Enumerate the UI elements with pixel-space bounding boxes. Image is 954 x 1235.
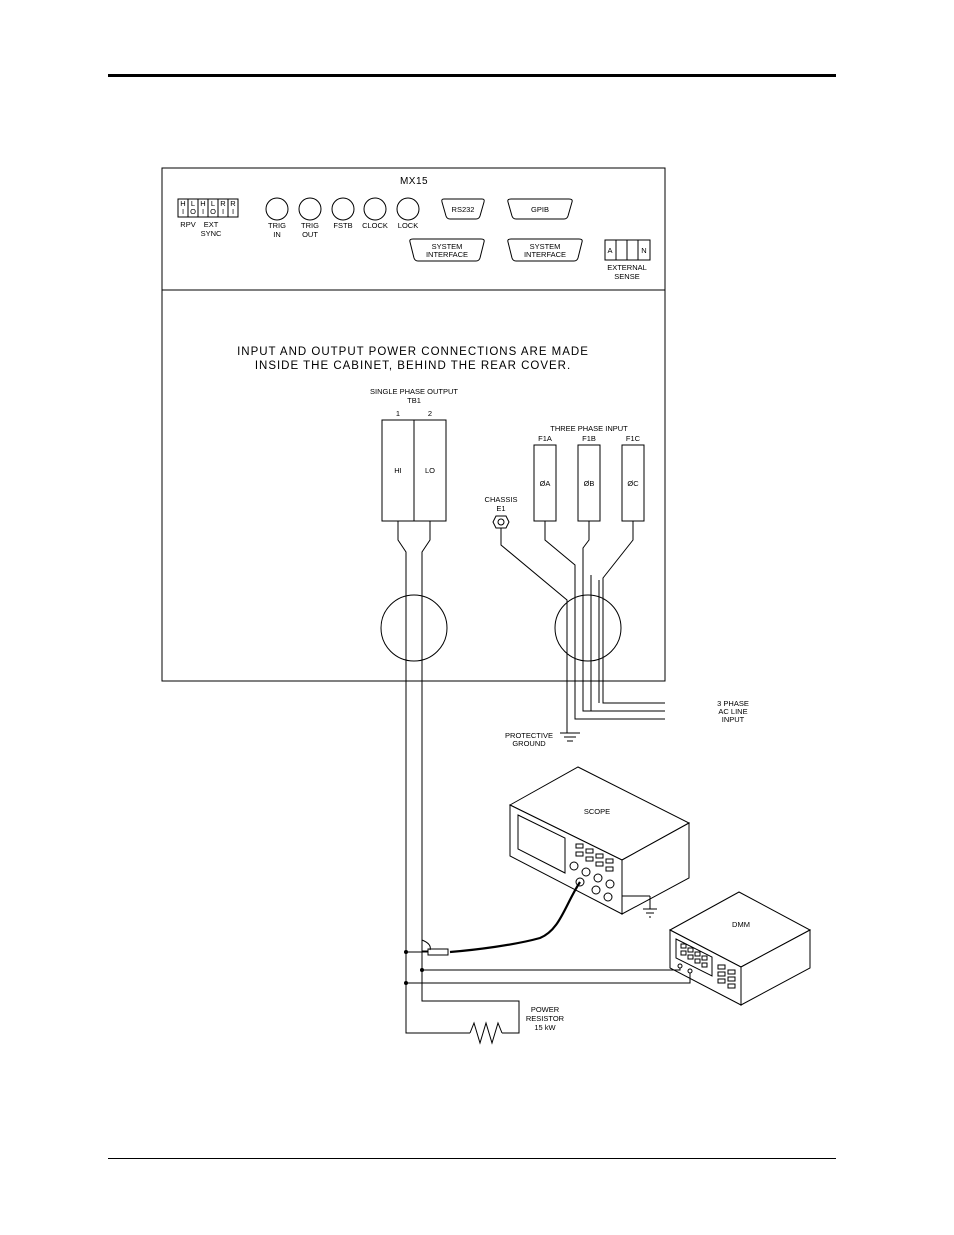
pin-label: O	[190, 207, 196, 216]
lo-terminal-label: LO	[425, 466, 435, 475]
rs232-connector: RS232	[441, 198, 485, 220]
pin-label: R	[230, 199, 236, 208]
external-sense-label: EXTERNAL	[607, 263, 647, 272]
trig-out-label: TRIG	[301, 221, 319, 230]
scope-buttons	[569, 843, 615, 902]
system-interface-label: SYSTEM	[432, 242, 463, 251]
ac-line-label: 3 PHASE	[717, 699, 749, 708]
pin-label: O	[210, 207, 216, 216]
bnc-connectors: TRIG IN TRIG OUT FSTB CLOCK LOCK	[265, 197, 420, 239]
resistor-label: POWER	[531, 1005, 560, 1014]
tb1-output-terminal: SINGLE PHASE OUTPUT TB1 1 2 HI LO	[370, 387, 458, 522]
scope-probe	[404, 881, 581, 956]
notice-line: INSIDE THE CABINET, BEHIND THE REAR COVE…	[255, 360, 571, 372]
pin-label: H	[200, 199, 205, 208]
sync-terminal-block: H L H L R R I O I O I I RPV EXT SYNC	[177, 198, 239, 238]
pin-label: I	[202, 207, 204, 216]
three-phase-title: THREE PHASE INPUT	[550, 424, 628, 433]
tb1-pin-label: 1	[396, 409, 400, 418]
clock-label: CLOCK	[362, 221, 388, 230]
lock-label: LOCK	[398, 221, 418, 230]
ext-label: EXT	[204, 220, 219, 229]
system-interface-connector-2: SYSTEM INTERFACE	[507, 238, 583, 262]
resistor-label: RESISTOR	[526, 1014, 565, 1023]
fuse-label: F1A	[538, 434, 552, 443]
model-label: MX15	[400, 176, 428, 187]
system-interface-label: INTERFACE	[426, 250, 468, 259]
fstb-label: FSTB	[333, 221, 352, 230]
pin-label: L	[191, 199, 195, 208]
protective-ground-label: GROUND	[512, 739, 546, 748]
system-interface-label: INTERFACE	[524, 250, 566, 259]
output-cable-clamp	[380, 594, 448, 662]
footer-rule	[108, 1158, 836, 1159]
sense-a-label: A	[607, 246, 612, 255]
chassis-label: CHASSIS	[485, 495, 518, 504]
external-sense-block: A N EXTERNAL SENSE	[604, 239, 651, 281]
clock-connector	[363, 197, 387, 221]
tb1-title: SINGLE PHASE OUTPUT	[370, 387, 458, 396]
input-cable-clamp	[554, 594, 622, 662]
trig-in-label: TRIG	[268, 221, 286, 230]
dmm-label: DMM	[732, 920, 750, 929]
power-resistor-label: POWER RESISTOR 15 kW	[526, 1005, 565, 1032]
hi-terminal-label: HI	[394, 466, 402, 475]
pin-label: R	[220, 199, 226, 208]
trig-out-label: OUT	[302, 230, 318, 239]
protective-ground-label: PROTECTIVE	[505, 731, 553, 740]
system-interface-label: SYSTEM	[530, 242, 561, 251]
scope-label: SCOPE	[584, 807, 610, 816]
pin-label: I	[182, 207, 184, 216]
oscilloscope: SCOPE	[508, 766, 691, 918]
tb1-pin-label: 2	[428, 409, 432, 418]
rpv-label: RPV	[180, 220, 195, 229]
phase-label: ØA	[540, 479, 551, 488]
phase-label: ØB	[584, 479, 595, 488]
fuse-label: F1B	[582, 434, 596, 443]
input-wiring: PROTECTIVE GROUND 3 PHASE AC LINE INPUT	[500, 521, 749, 748]
dmm-keys	[680, 943, 736, 989]
pin-label: I	[232, 207, 234, 216]
chassis-ground-stud: CHASSIS E1	[485, 495, 518, 529]
output-wiring	[380, 521, 622, 1045]
dmm-display	[675, 938, 713, 977]
rs232-label: RS232	[452, 205, 475, 214]
chassis-label: E1	[496, 504, 505, 513]
mx15-cabinet: MX15	[161, 167, 666, 682]
header-rule	[108, 74, 836, 77]
external-sense-label: SENSE	[614, 272, 639, 281]
system-interface-connector-1: SYSTEM INTERFACE	[409, 238, 485, 262]
tb1-name: TB1	[407, 396, 421, 405]
phase-label: ØC	[627, 479, 639, 488]
ac-line-label: INPUT	[722, 715, 745, 724]
fuse-label: F1C	[626, 434, 641, 443]
gpib-label: GPIB	[531, 205, 549, 214]
three-phase-input: THREE PHASE INPUT F1A F1B F1C ØA ØB ØC	[533, 424, 645, 522]
dmm-leads	[404, 968, 691, 985]
sync-label: SYNC	[201, 229, 222, 238]
lock-connector	[396, 197, 420, 221]
digital-multimeter: DMM	[668, 891, 812, 1006]
scope-screen	[517, 814, 566, 874]
resistor-label: 15 kW	[534, 1023, 556, 1032]
trig-in-label: IN	[273, 230, 281, 239]
gpib-connector: GPIB	[507, 198, 573, 220]
pin-label: H	[180, 199, 185, 208]
fstb-connector	[331, 197, 355, 221]
trig-in-connector	[265, 197, 289, 221]
notice-line: INPUT AND OUTPUT POWER CONNECTIONS ARE M…	[237, 346, 589, 358]
pin-label: L	[211, 199, 215, 208]
sense-n-label: N	[641, 246, 646, 255]
ac-line-label: AC LINE	[718, 707, 747, 716]
pin-label: I	[222, 207, 224, 216]
trig-out-connector	[298, 197, 322, 221]
